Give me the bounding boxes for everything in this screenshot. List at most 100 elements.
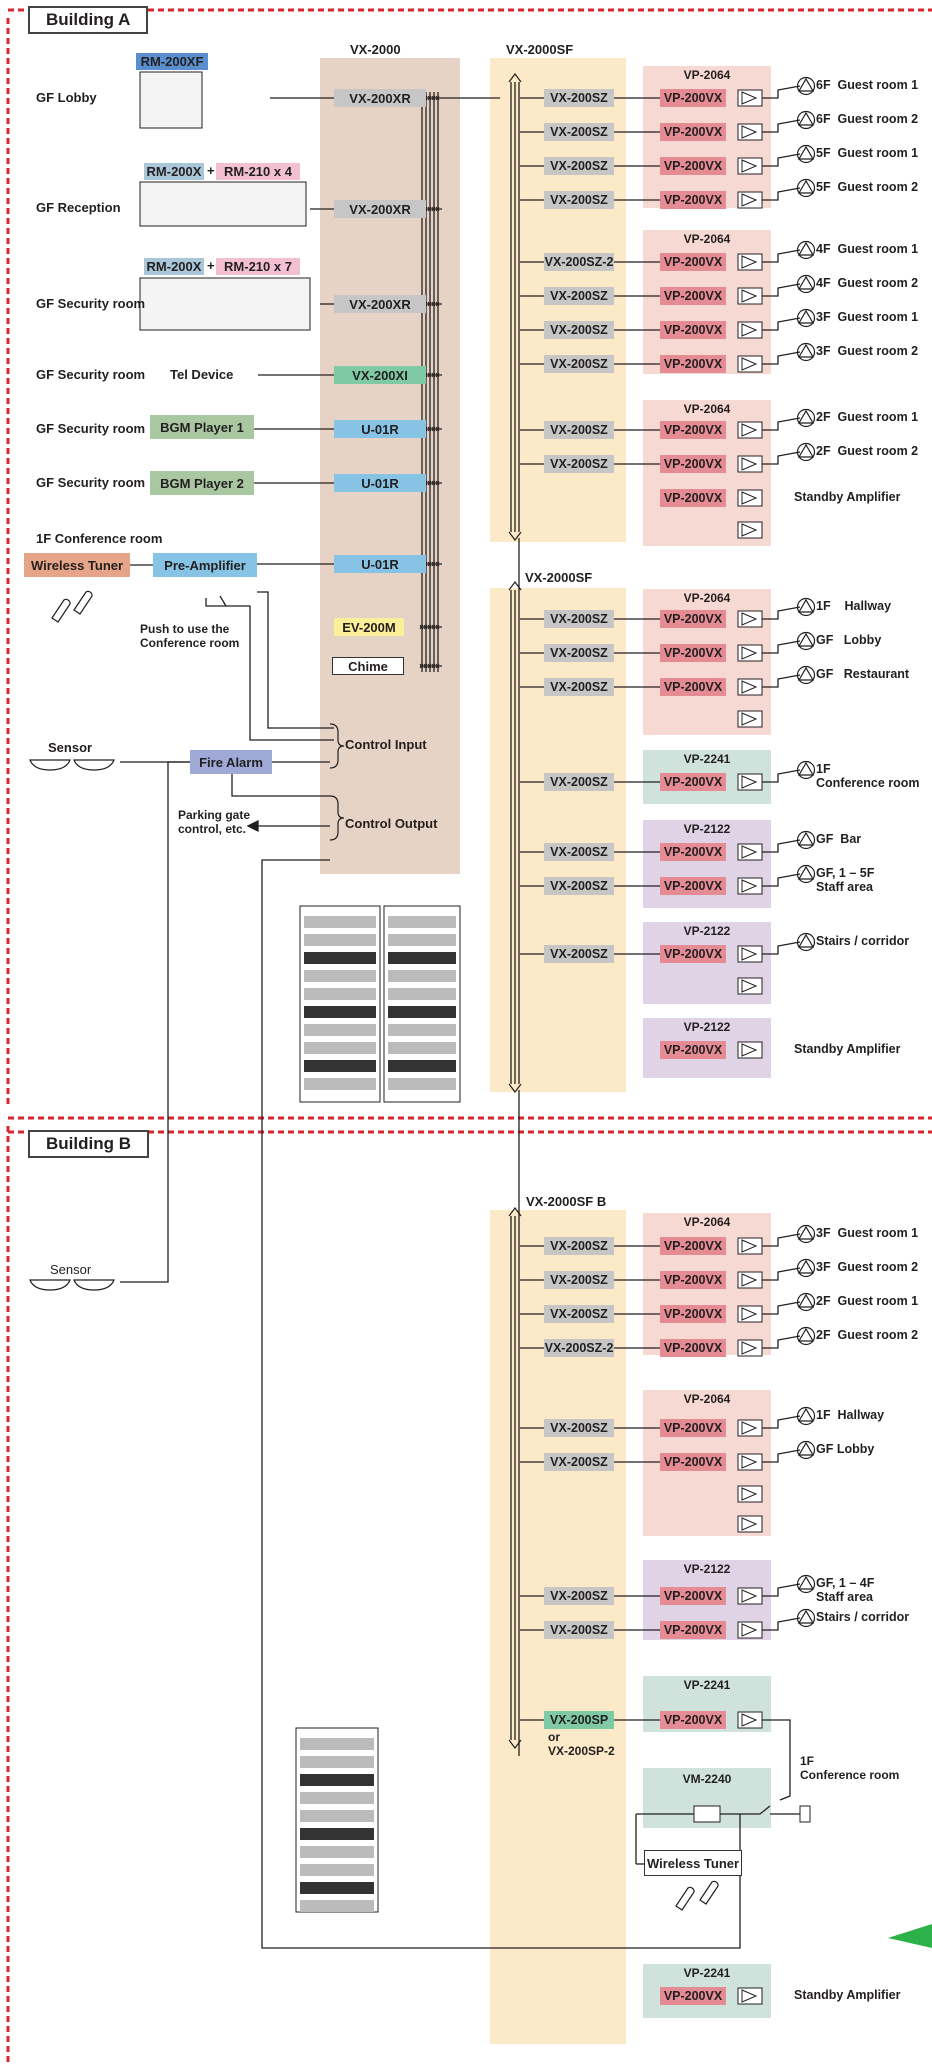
rack-a1-unit [304, 1006, 376, 1018]
speaker-icon-ring [796, 1224, 816, 1244]
frame1-speaker-1-2 [797, 309, 815, 324]
frame3-zone-0-1: 3F Guest room 2 [816, 1260, 919, 1274]
amplifier-triangle [741, 159, 758, 173]
vx200xi: VX-200XI [334, 366, 426, 384]
frame1-speaker-0-0 [797, 77, 815, 92]
frame2-amp-0-0: VP-200VX [660, 610, 726, 628]
frame3-speaker-0-3 [797, 1327, 815, 1342]
frame2-zone-2-0: GF Bar [816, 832, 862, 846]
rack-b-unit [300, 1774, 374, 1786]
amplifier-triangle [741, 255, 758, 269]
frame1-spare-amp-2-0 [737, 521, 763, 539]
bus-tap-mark [431, 663, 436, 669]
bus-tap-mark [427, 561, 432, 567]
rack-b-unit [300, 1828, 374, 1840]
bgm-player-1: BGM Player 1 [150, 415, 254, 439]
pre-amplifier: Pre-Amplifier [153, 553, 257, 577]
frame2-amp-3-0: VP-200VX [660, 945, 726, 963]
amplifier-triangle [741, 523, 758, 537]
frame2-zone-0-2: GF Restaurant [816, 667, 910, 681]
frame2-panel [490, 588, 626, 1092]
rack-b-unit [300, 1846, 374, 1858]
microphone-icon [73, 590, 93, 615]
frame1-module-2-0: VX-200SZ [544, 421, 614, 439]
ev200m: EV-200M [334, 618, 404, 636]
speaker-line [762, 249, 801, 263]
rack-b-unit [300, 1882, 374, 1894]
frame2-amp-1-0: VP-200VX [660, 773, 726, 791]
wire [120, 761, 190, 1283]
speaker-line [762, 351, 801, 365]
amplifier-triangle [741, 1989, 758, 2003]
bus-tap-mark [427, 301, 432, 307]
frame3-zone-2-0: GF, 1 – 4F Staff area [816, 1576, 875, 1604]
frame1-zone-2-2: Standby Amplifier [794, 490, 901, 504]
frame2-group-3-name: VP-2122 [683, 924, 731, 938]
rack-b-unit [300, 1864, 374, 1876]
vm2240-amp [693, 1805, 721, 1823]
amplifier-triangle [741, 1589, 758, 1603]
frame3-amp-3-0: VP-200VX [660, 1711, 726, 1729]
amplifier-triangle [741, 1517, 758, 1531]
bus-tap-mark [427, 372, 432, 378]
tel-device-label: Tel Device [170, 367, 234, 382]
vx200xr-reception: VX-200XR [334, 200, 426, 218]
control-input-brace [329, 723, 345, 769]
frame2-group-4-name: VP-2122 [683, 1020, 731, 1034]
frame3-amp-0-2: VP-200VX [660, 1305, 726, 1323]
frame2-amp-0-1: VP-200VX [660, 644, 726, 662]
sf-riser-end [508, 73, 522, 541]
speaker-line [762, 1233, 801, 1247]
frame1-title: VX-2000SF [506, 42, 574, 57]
building-b-label: Building B [28, 1130, 149, 1158]
frame2-module-1-0: VX-200SZ [544, 773, 614, 791]
u01r-conference: U-01R [334, 555, 426, 573]
amplifier-triangle [741, 712, 758, 726]
frame3-amp-4-0: VP-200VX [660, 1987, 726, 2005]
amplifier-triangle [741, 1487, 758, 1501]
frame1-zone-1-3: 3F Guest room 2 [816, 344, 919, 358]
amplifier-triangle [741, 1043, 758, 1057]
amplifier-triangle [741, 1341, 758, 1355]
wire [720, 1805, 771, 1815]
amplifier-triangle [741, 193, 758, 207]
conf-room-b-label: 1F Conference room [800, 1754, 900, 1782]
sp-alt-label: VX-200SP-2 [548, 1744, 615, 1758]
frame1-zone-1-1: 4F Guest room 2 [816, 276, 919, 290]
rack-a2-unit [388, 988, 456, 1000]
speaker-icon-ring [796, 864, 816, 884]
frame2-speaker-2-0 [797, 831, 815, 846]
frame2-zone-0-0: 1F Hallway [816, 599, 892, 613]
bus-tap-mark [427, 426, 432, 432]
frame3-module-0-0: VX-200SZ [544, 1237, 614, 1255]
speaker-line [762, 1267, 801, 1281]
sensor-icon [29, 1279, 71, 1291]
frame1-amp-0-0: VP-200VX [660, 89, 726, 107]
frame1-zone-0-0: 6F Guest room 1 [816, 78, 919, 92]
bus-tap-mark [427, 663, 432, 669]
green-arrow [888, 1924, 932, 1948]
frame1-group-0-name: VP-2064 [683, 68, 731, 82]
rack-b-unit [300, 1756, 374, 1768]
frame2-amp-4-0: VP-200VX [660, 1041, 726, 1059]
rack-a1-unit [304, 1024, 376, 1036]
rack-a1-unit [304, 1042, 376, 1054]
sensor-icon [29, 759, 71, 771]
frame3-group-2-name: VP-2122 [683, 1562, 731, 1576]
speaker-line [762, 873, 801, 887]
rack-a1-unit [304, 988, 376, 1000]
speaker-icon-ring [796, 760, 816, 780]
frame3-speaker-2-0 [797, 1575, 815, 1590]
speaker-icon-ring [796, 1574, 816, 1594]
amplifier-triangle [741, 289, 758, 303]
speaker-icon-ring [796, 178, 816, 198]
frame1-module-0-3: VX-200SZ [544, 191, 614, 209]
frame3-amp-0-3: VP-200VX [660, 1339, 726, 1357]
speaker-icon-ring [796, 240, 816, 260]
frame2-spare-amp-0-0 [737, 710, 763, 728]
speaker-icon-ring [796, 597, 816, 617]
control-input-label: Control Input [345, 737, 427, 752]
frame1-zone-0-1: 6F Guest room 2 [816, 112, 919, 126]
frame2-module-0-1: VX-200SZ [544, 644, 614, 662]
speaker-icon-ring [796, 442, 816, 462]
